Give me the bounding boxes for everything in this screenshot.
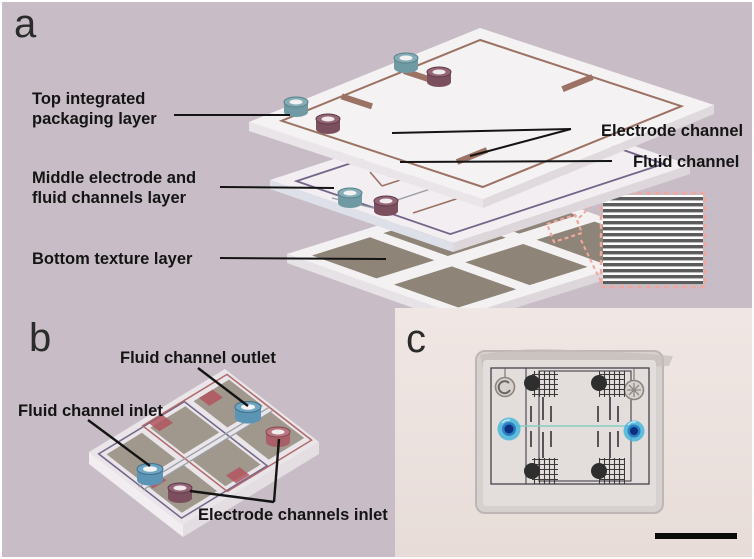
chip-outline <box>490 367 650 485</box>
fluid-port-icon <box>393 52 419 74</box>
assembled-device <box>87 367 319 537</box>
pointer-lines-a <box>174 114 613 260</box>
fluid-inlet-port <box>136 463 164 486</box>
bottom-layer-label: Bottom texture layer <box>32 250 193 268</box>
panel-b-letter: b <box>29 316 52 360</box>
device-photo-panel <box>395 308 752 557</box>
electrode-lines <box>530 397 619 458</box>
panel-c-letter: c <box>406 317 426 361</box>
electrode-channel-pointer-line-1 <box>391 128 572 134</box>
fluid-inlet-label: Fluid channel inlet <box>18 402 163 420</box>
screw-feature-left <box>494 368 516 398</box>
electrode-port-icon <box>426 66 452 88</box>
panel-a-letter: a <box>14 2 37 46</box>
electrode-inlet-pointer-line-1 <box>189 489 275 504</box>
fluid-dye-spot-left <box>497 417 521 441</box>
electrode-port-icon <box>373 195 399 217</box>
scale-bar <box>655 533 737 539</box>
fluid-channel-label: Fluid channel <box>633 153 740 171</box>
chip-photo <box>475 349 673 514</box>
electrode-port-icon <box>315 113 341 135</box>
electrode-channel-label: Electrode channel <box>601 122 744 140</box>
bottom-layer-pointer-line <box>219 257 387 260</box>
middle-layer-label: Middle electrode and fluid channels laye… <box>32 169 197 207</box>
electrode-channel-pointer-line-2 <box>469 128 572 157</box>
electrode-inlet-port-1 <box>167 482 193 504</box>
fluid-channel-pointer-line <box>399 160 613 163</box>
fluid-dye-spot-right <box>623 420 645 442</box>
electrode-inlet-label: Electrode channels inlet <box>198 506 388 524</box>
middle-layer-pointer-line <box>219 186 335 189</box>
texture-zoom-source-box <box>545 213 584 244</box>
fluid-outlet-label: Fluid channel outlet <box>120 349 276 367</box>
electrode-hatch-pads <box>524 371 625 484</box>
electrode-inlet-pointer-line-2 <box>272 438 281 503</box>
exploded-view <box>174 28 714 325</box>
pointer-lines-b <box>87 367 281 504</box>
fluid-port-icon <box>337 187 363 209</box>
texture-stripes <box>603 197 703 285</box>
electrode-channel-outline-b <box>141 373 313 493</box>
top-layer-label: Top integrated packaging layer <box>32 90 157 128</box>
fluid-outlet-pointer-line <box>197 367 249 407</box>
texture-zoom-inset <box>578 191 707 289</box>
fluid-inlet-pointer-line <box>87 419 151 467</box>
